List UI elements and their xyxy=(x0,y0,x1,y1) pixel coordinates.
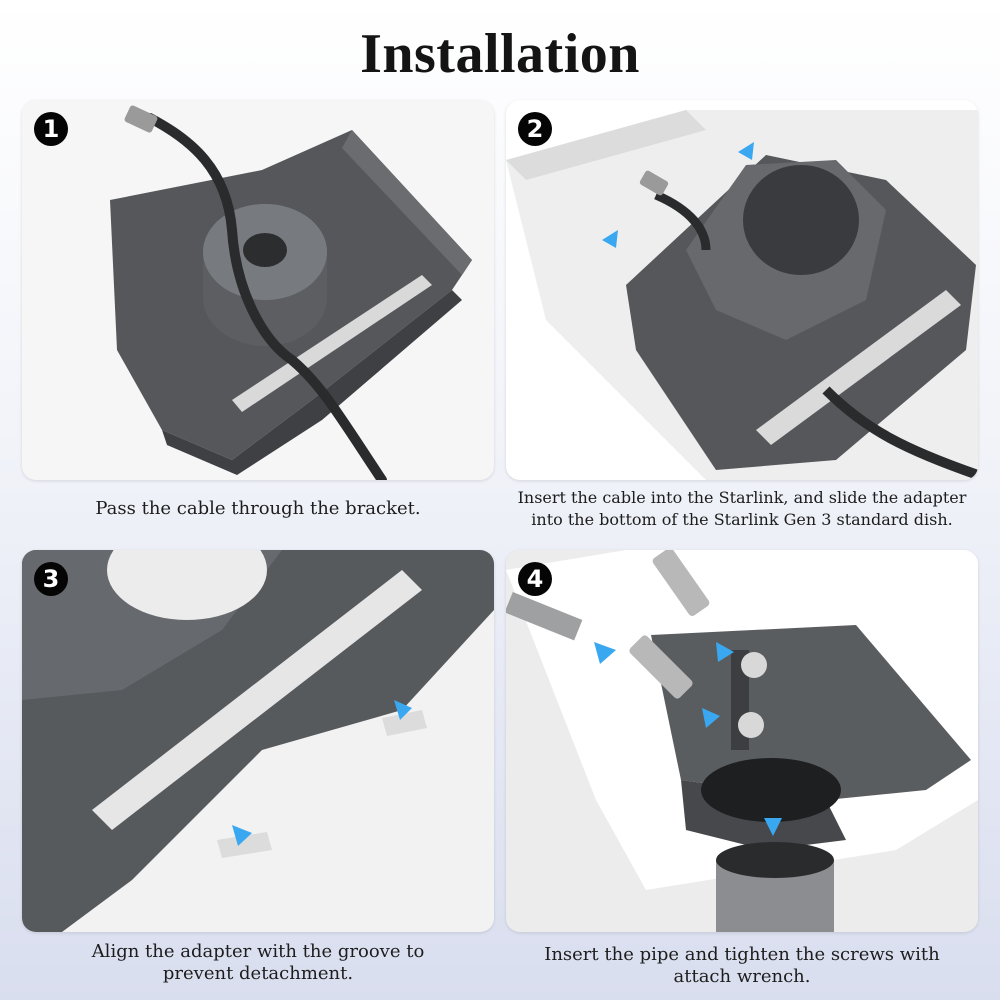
step-3-panel: 3 xyxy=(22,550,494,932)
arrow-icon xyxy=(232,700,412,846)
adapter-hole xyxy=(107,550,267,620)
pipe-top xyxy=(716,842,834,878)
dish-edge xyxy=(506,110,706,180)
step-1-panel: 1 xyxy=(22,100,494,480)
step-4-caption-line-2: attach wrench. xyxy=(673,966,811,987)
adapter-slot xyxy=(92,570,422,830)
page-title: Installation xyxy=(360,23,640,85)
step-2-panel: 2 xyxy=(506,100,978,480)
step-1-illustration xyxy=(22,100,494,480)
groove-tab xyxy=(382,710,427,736)
pipe-hole xyxy=(243,233,287,267)
bracket-side xyxy=(162,290,462,475)
arrow-icon xyxy=(602,142,754,248)
wrench-icon xyxy=(506,591,583,641)
cable-connector xyxy=(639,170,669,196)
screw-icon xyxy=(629,550,710,699)
step-2-caption-line-1: Insert the cable into the Starlink, and … xyxy=(517,488,967,507)
step-3-caption-line-1: Align the adapter with the groove to xyxy=(91,941,425,962)
step-4-caption-line-1: Insert the pipe and tighten the screws w… xyxy=(544,944,940,965)
step-3-caption-line-2: prevent detachment. xyxy=(162,963,354,984)
step-2-illustration xyxy=(506,100,978,480)
step-2-badge: 2 xyxy=(518,112,552,146)
step-3-illustration xyxy=(22,550,494,932)
adapter-slot xyxy=(756,290,961,445)
screw-hole xyxy=(738,712,764,738)
step-4-panel: 4 xyxy=(506,550,978,932)
cable-lower xyxy=(822,386,978,480)
bracket-slot xyxy=(232,275,432,412)
cable-connector xyxy=(124,105,158,133)
pipe-socket xyxy=(701,758,841,822)
step-1-caption: Pass the cable through the bracket. xyxy=(95,498,421,519)
step-4-illustration xyxy=(506,550,978,932)
cable xyxy=(654,190,711,251)
step-1-badge: 1 xyxy=(34,112,68,146)
step-4-badge: 4 xyxy=(518,562,552,596)
adapter-socket xyxy=(743,165,859,275)
screw-hole xyxy=(741,652,767,678)
step-3-badge: 3 xyxy=(34,562,68,596)
bracket-rim xyxy=(342,130,472,275)
step-2-caption-line-2: into the bottom of the Starlink Gen 3 st… xyxy=(531,510,953,529)
arrow-icon xyxy=(594,642,782,836)
groove-tab xyxy=(217,832,272,858)
cable xyxy=(145,113,387,480)
